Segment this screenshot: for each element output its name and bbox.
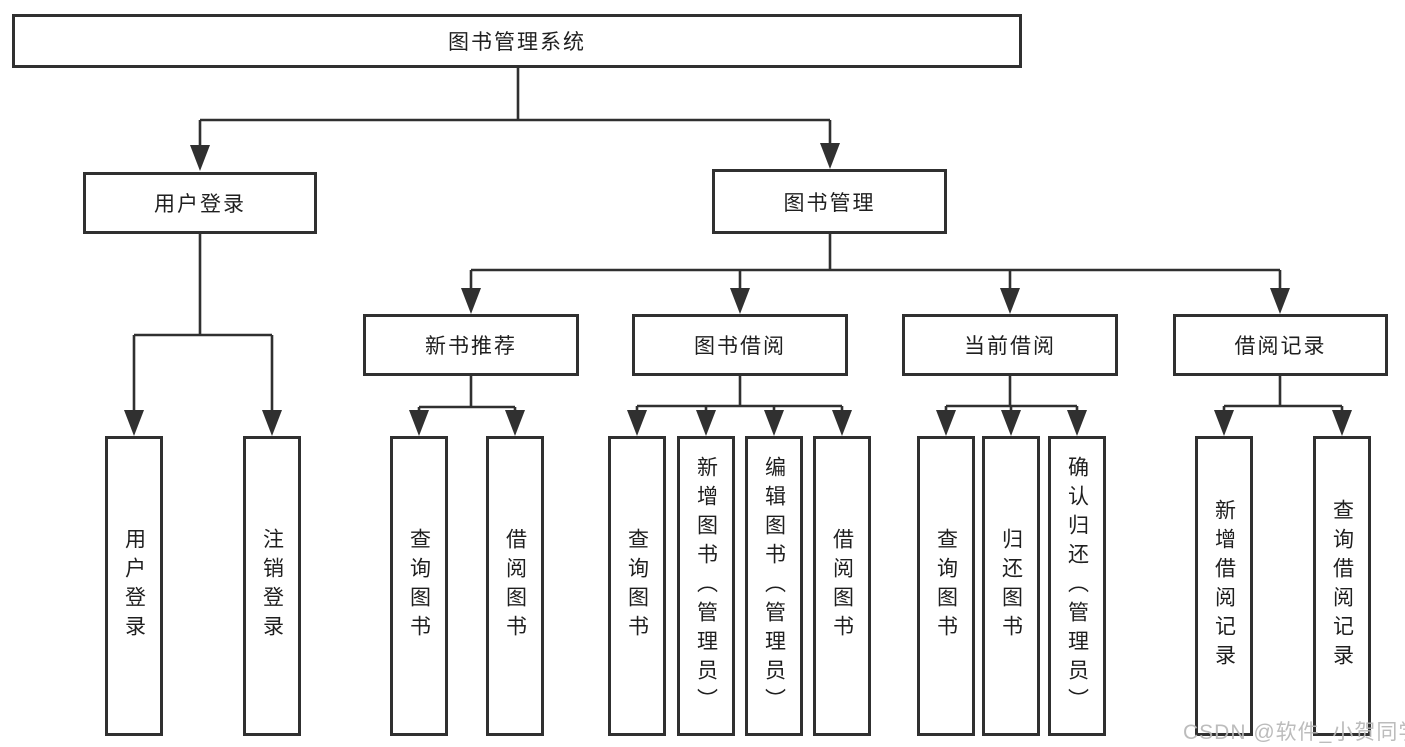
arrowhead-leaf-11 [1067, 410, 1087, 436]
node-label: 用户登录 [154, 193, 246, 216]
arrowhead-leaf-8 [832, 410, 852, 436]
node-leaf-borrow-books-borrowing: 借阅图书 [813, 436, 871, 736]
arrowhead-leaf-1 [124, 410, 144, 436]
node-label: 查询图书 [625, 528, 649, 644]
csdn-watermark: CSDN @软件_小贺同学 [1183, 721, 1405, 744]
node-leaf-logout-login: 注销登录 [243, 436, 301, 736]
node-leaf-return-books: 归还图书 [982, 436, 1040, 736]
node-label: 图书管理 [783, 191, 876, 215]
node-leaf-add-books-admin: 新增图书（管理员） [677, 436, 735, 736]
node-label: 查询图书 [407, 528, 431, 644]
node-leaf-confirm-return-admin: 确认归还（管理员） [1048, 436, 1106, 736]
arrowheads [124, 143, 1352, 436]
arrowhead-leaf-10 [1001, 410, 1021, 436]
node-library-management-system: 图书管理系统 [12, 14, 1022, 68]
node-label: 注销登录 [260, 528, 284, 644]
node-label: 确认归还（管理员） [1065, 455, 1089, 717]
arrowhead-leaf-12 [1214, 410, 1234, 436]
arrowhead-leaf-13 [1332, 410, 1352, 436]
node-label: 图书借阅 [694, 335, 786, 358]
node-leaf-add-borrow-record: 新增借阅记录 [1195, 436, 1253, 736]
node-label: 查询图书 [934, 528, 958, 644]
node-user-login: 用户登录 [83, 172, 317, 234]
node-label: 归还图书 [999, 528, 1023, 644]
node-label: 新书推荐 [425, 335, 517, 358]
node-label: 新增借阅记录 [1212, 499, 1236, 673]
node-label: 借阅图书 [830, 528, 854, 644]
node-leaf-query-books-current: 查询图书 [917, 436, 975, 736]
node-label: 编辑图书（管理员） [762, 455, 786, 717]
node-leaf-query-books-recommend: 查询图书 [390, 436, 448, 736]
node-leaf-query-borrow-record: 查询借阅记录 [1313, 436, 1371, 736]
arrowhead-current [1000, 288, 1020, 314]
arrowhead-recommend [461, 288, 481, 314]
arrowhead-leaf-3 [409, 410, 429, 436]
node-borrowing-records: 借阅记录 [1173, 314, 1388, 376]
node-label: 借阅记录 [1234, 335, 1327, 358]
arrowhead-borrowing [730, 288, 750, 314]
node-leaf-borrow-books-recommend: 借阅图书 [486, 436, 544, 736]
node-book-borrowing: 图书借阅 [632, 314, 848, 376]
node-label: 借阅图书 [503, 528, 527, 644]
arrowhead-leaf-9 [936, 410, 956, 436]
node-current-borrowing: 当前借阅 [902, 314, 1118, 376]
arrowhead-leaf-5 [627, 410, 647, 436]
node-leaf-user-login: 用户登录 [105, 436, 163, 736]
node-label: 查询借阅记录 [1330, 499, 1354, 673]
arrowhead-leaf-7 [764, 410, 784, 436]
node-book-management: 图书管理 [712, 169, 947, 234]
arrowhead-leaf-4 [505, 410, 525, 436]
arrowhead-leaf-6 [696, 410, 716, 436]
arrowhead-user-login [190, 145, 210, 171]
node-label: 新增图书（管理员） [694, 455, 718, 717]
node-leaf-query-books-borrowing: 查询图书 [608, 436, 666, 736]
node-new-book-recommend: 新书推荐 [363, 314, 579, 376]
node-leaf-edit-books-admin: 编辑图书（管理员） [745, 436, 803, 736]
node-label: 用户登录 [122, 528, 146, 644]
arrowhead-records [1270, 288, 1290, 314]
arrowhead-leaf-2 [262, 410, 282, 436]
node-label: 图书管理系统 [448, 31, 586, 54]
arrowhead-book-management [820, 143, 840, 169]
node-label: 当前借阅 [964, 335, 1056, 358]
